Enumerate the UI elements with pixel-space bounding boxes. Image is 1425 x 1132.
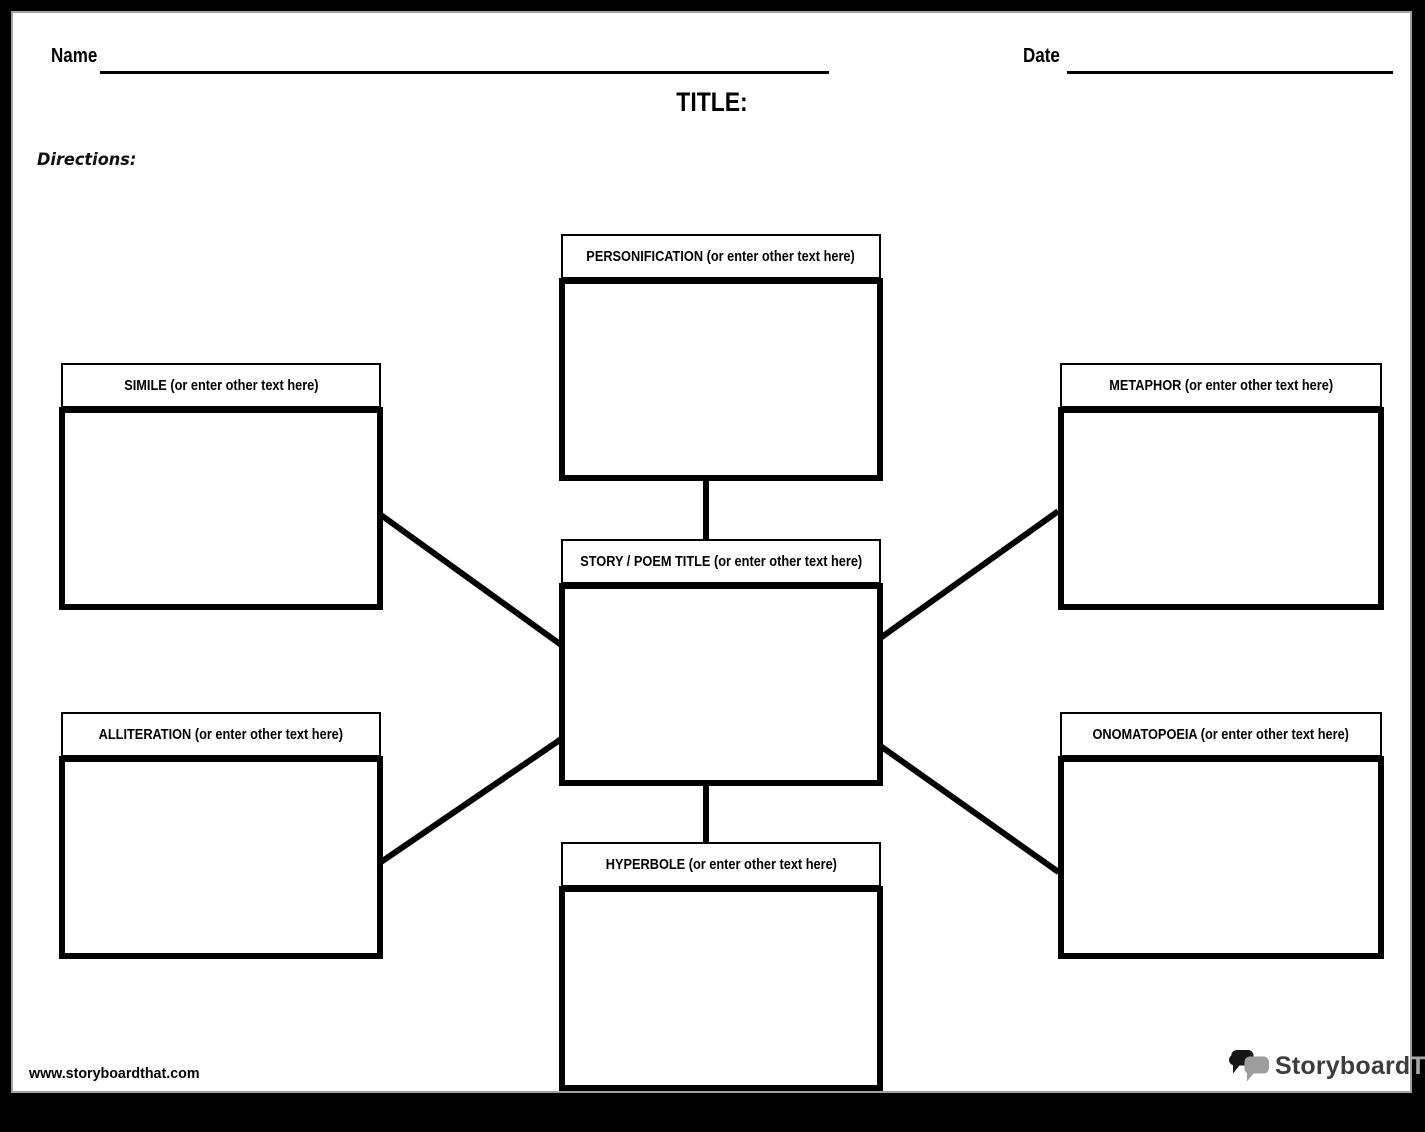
- onomatopoeia-text-area[interactable]: [1058, 756, 1384, 959]
- name-label: Name: [51, 45, 105, 68]
- logo-text-that: That: [1410, 1052, 1425, 1080]
- name-label-text: Name: [51, 45, 98, 67]
- node-metaphor: METAPHOR (or enter other text here): [1058, 363, 1384, 610]
- speech-bubbles-icon: [1229, 1049, 1269, 1082]
- date-label: Date: [1023, 45, 1066, 68]
- connector-line-simile: [379, 512, 563, 648]
- node-simile-label-text: SIMILE (or enter other text here): [123, 377, 319, 394]
- hyperbole-text-area[interactable]: [559, 886, 883, 1091]
- connector-line-personification: [703, 479, 709, 541]
- node-simile: SIMILE (or enter other text here): [59, 363, 383, 610]
- website-url: www.storyboardthat.com: [29, 1065, 200, 1082]
- node-story-poem-title-label-text: STORY / POEM TITLE (or enter other text …: [580, 553, 862, 570]
- node-alliteration: ALLITERATION (or enter other text here): [59, 712, 383, 959]
- node-onomatopoeia-label: ONOMATOPOEIA (or enter other text here): [1060, 712, 1382, 757]
- logo-text-storyboard: Storyboard: [1275, 1052, 1411, 1080]
- node-story-poem-title-label: STORY / POEM TITLE (or enter other text …: [561, 539, 881, 584]
- node-alliteration-label-text: ALLITERATION (or enter other text here): [98, 726, 344, 743]
- worksheet-page: Name Date TITLE: Directions: PERSONIFICA…: [11, 11, 1425, 1093]
- story-poem-title-text-area[interactable]: [559, 583, 883, 786]
- node-metaphor-label-text: METAPHOR (or enter other text here): [1109, 377, 1333, 394]
- node-personification: PERSONIFICATION (or enter other text her…: [559, 234, 883, 481]
- node-simile-label: SIMILE (or enter other text here): [61, 363, 381, 408]
- connector-line-hyperbole: [703, 784, 709, 844]
- node-hyperbole-label: HYPERBOLE (or enter other text here): [561, 842, 881, 887]
- date-label-text: Date: [1023, 45, 1060, 67]
- name-write-line[interactable]: [100, 71, 829, 74]
- metaphor-text-area[interactable]: [1058, 407, 1384, 610]
- node-metaphor-label: METAPHOR (or enter other text here): [1060, 363, 1382, 408]
- node-personification-label: PERSONIFICATION (or enter other text her…: [561, 234, 881, 279]
- node-story-poem-title: STORY / POEM TITLE (or enter other text …: [559, 539, 883, 786]
- node-hyperbole-label-text: HYPERBOLE (or enter other text here): [605, 856, 837, 873]
- personification-text-area[interactable]: [559, 278, 883, 481]
- node-alliteration-label: ALLITERATION (or enter other text here): [61, 712, 381, 757]
- storyboardthat-logo: StoryboardThat: [1229, 1045, 1425, 1087]
- page-title-text: TITLE:: [675, 87, 748, 117]
- page-title: TITLE:: [13, 87, 1410, 118]
- simile-text-area[interactable]: [59, 407, 383, 610]
- alliteration-text-area[interactable]: [59, 756, 383, 959]
- date-write-line[interactable]: [1067, 71, 1393, 74]
- connector-line-metaphor: [877, 508, 1060, 642]
- node-onomatopoeia-label-text: ONOMATOPOEIA (or enter other text here): [1092, 726, 1350, 743]
- logo-wordmark: StoryboardThat: [1275, 1045, 1425, 1087]
- directions-label: Directions:: [37, 150, 137, 170]
- connector-line-onomatopoeia: [877, 742, 1061, 875]
- node-onomatopoeia: ONOMATOPOEIA (or enter other text here): [1058, 712, 1384, 959]
- node-hyperbole: HYPERBOLE (or enter other text here): [559, 842, 883, 1091]
- node-personification-label-text: PERSONIFICATION (or enter other text her…: [586, 248, 856, 265]
- connector-line-alliteration: [379, 736, 563, 865]
